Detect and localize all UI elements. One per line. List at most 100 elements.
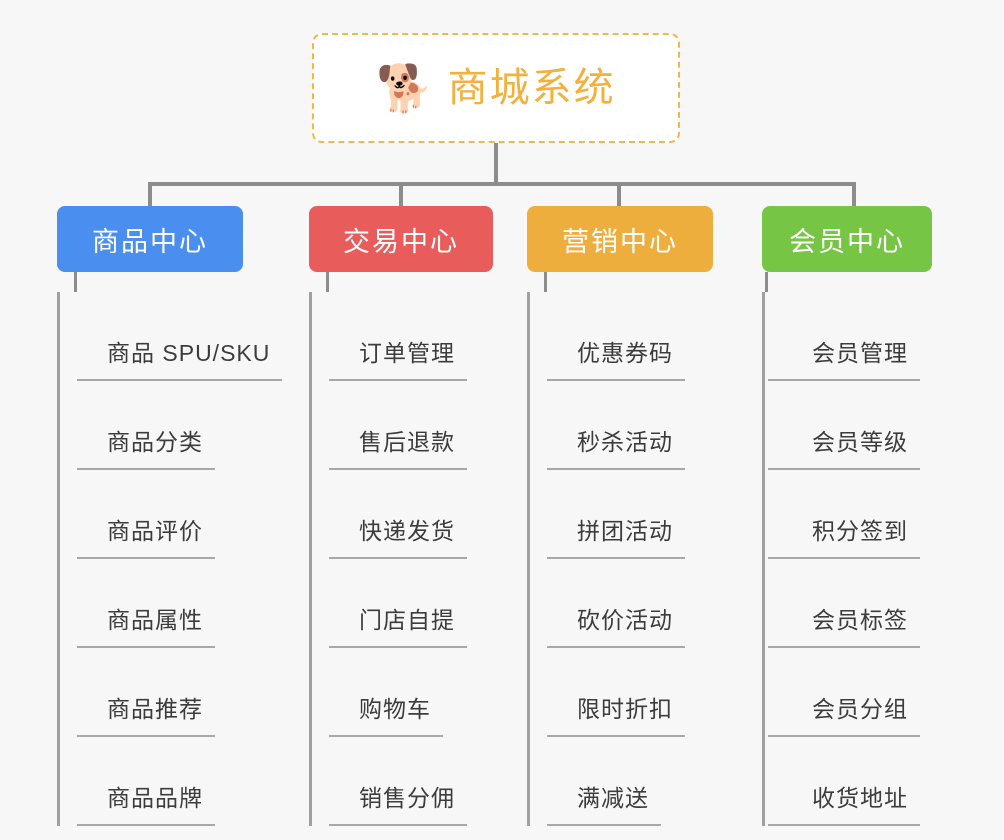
list-item-label: 门店自提	[359, 607, 455, 633]
list-item-rule	[768, 379, 920, 381]
list-item[interactable]: 订单管理	[329, 292, 493, 381]
list-item-label: 满减送	[577, 785, 649, 811]
list-item-label: 商品评价	[107, 518, 203, 544]
category-header-marketing-center[interactable]: 营销中心	[527, 206, 713, 272]
list-item[interactable]: 会员管理	[768, 292, 932, 381]
category-header-label: 会员中心	[789, 226, 905, 257]
list-item-rule	[329, 735, 443, 737]
connector-header-to-list	[765, 272, 768, 292]
list-item-label: 砍价活动	[577, 607, 673, 633]
list-item-label: 商品推荐	[107, 696, 203, 722]
category-header-label: 营销中心	[562, 226, 678, 257]
list-item-rule	[547, 646, 685, 648]
list-item[interactable]: 会员分组	[768, 648, 932, 737]
leaf-list-trade-center: 订单管理 售后退款 快递发货 门店自提 购物车 销售分佣	[309, 292, 493, 826]
list-item[interactable]: 满减送	[547, 737, 713, 826]
connector-header-to-list	[74, 272, 77, 292]
list-item-rule	[768, 824, 920, 826]
list-item-label: 快递发货	[359, 518, 455, 544]
list-item[interactable]: 会员等级	[768, 381, 932, 470]
list-item-label: 销售分佣	[359, 785, 455, 811]
list-item[interactable]: 限时折扣	[547, 648, 713, 737]
connector-drop-marketing-center	[617, 182, 621, 208]
list-item-label: 秒杀活动	[577, 429, 673, 455]
list-item[interactable]: 优惠券码	[547, 292, 713, 381]
list-item-rule	[768, 557, 920, 559]
list-item-rule	[329, 646, 467, 648]
root-title: 商城系统	[447, 66, 616, 110]
list-item-rule	[77, 379, 282, 381]
list-item[interactable]: 购物车	[329, 648, 493, 737]
leaf-list-marketing-center: 优惠券码 秒杀活动 拼团活动 砍价活动 限时折扣 满减送	[527, 292, 713, 826]
list-item-label: 商品分类	[107, 429, 203, 455]
connector-drop-trade-center	[399, 182, 403, 208]
list-item[interactable]: 商品品牌	[77, 737, 243, 826]
list-item-rule	[547, 468, 685, 470]
list-item[interactable]: 销售分佣	[329, 737, 493, 826]
category-header-trade-center[interactable]: 交易中心	[309, 206, 493, 272]
list-item-label: 优惠券码	[577, 340, 673, 366]
list-item-label: 会员标签	[812, 607, 908, 633]
list-item[interactable]: 快递发货	[329, 470, 493, 559]
connector-root-stem	[494, 143, 498, 185]
list-item-label: 售后退款	[359, 429, 455, 455]
list-item[interactable]: 商品推荐	[77, 648, 243, 737]
column-product-center: 商品中心 商品 SPU/SKU 商品分类 商品评价 商品属性 商品推荐	[57, 206, 282, 826]
list-item-label: 商品品牌	[107, 785, 203, 811]
list-item-rule	[77, 735, 215, 737]
category-header-label: 商品中心	[92, 226, 208, 257]
list-item-label: 会员分组	[812, 696, 908, 722]
list-item[interactable]: 秒杀活动	[547, 381, 713, 470]
list-item-label: 商品 SPU/SKU	[107, 340, 271, 366]
list-item[interactable]: 积分签到	[768, 470, 932, 559]
list-item-label: 会员等级	[812, 429, 908, 455]
list-item[interactable]: 售后退款	[329, 381, 493, 470]
list-item-label: 限时折扣	[577, 696, 673, 722]
connector-drop-product-center	[148, 182, 152, 208]
list-item-label: 订单管理	[359, 340, 455, 366]
list-item-rule	[768, 735, 920, 737]
category-header-member-center[interactable]: 会员中心	[762, 206, 932, 272]
connector-header-to-list	[326, 272, 329, 292]
list-item-label: 购物车	[359, 696, 431, 722]
list-item[interactable]: 商品 SPU/SKU	[77, 292, 282, 381]
list-item-rule	[329, 824, 467, 826]
leaf-list-member-center: 会员管理 会员等级 积分签到 会员标签 会员分组 收货地址	[762, 292, 932, 826]
list-item-label: 积分签到	[812, 518, 908, 544]
shiba-dog-face-icon: 🐕	[376, 62, 434, 114]
list-item[interactable]: 商品分类	[77, 381, 243, 470]
list-item[interactable]: 商品评价	[77, 470, 243, 559]
connector-header-to-list	[544, 272, 547, 292]
category-header-product-center[interactable]: 商品中心	[57, 206, 243, 272]
list-item[interactable]: 门店自提	[329, 559, 493, 648]
list-item-rule	[547, 557, 685, 559]
connector-drop-member-center	[852, 182, 856, 208]
column-member-center: 会员中心 会员管理 会员等级 积分签到 会员标签 会员分组	[762, 206, 932, 826]
list-item-label: 收货地址	[812, 785, 908, 811]
list-item-rule	[768, 468, 920, 470]
list-item-rule	[77, 557, 215, 559]
list-item-rule	[77, 646, 215, 648]
list-item[interactable]: 收货地址	[768, 737, 932, 826]
list-item-rule	[547, 735, 685, 737]
list-item-rule	[329, 379, 467, 381]
list-item-label: 拼团活动	[577, 518, 673, 544]
list-item[interactable]: 拼团活动	[547, 470, 713, 559]
root-node-mall-system[interactable]: 🐕 商城系统	[312, 33, 680, 143]
list-item-label: 会员管理	[812, 340, 908, 366]
list-item-rule	[329, 557, 467, 559]
list-item-rule	[768, 646, 920, 648]
leaf-list-product-center: 商品 SPU/SKU 商品分类 商品评价 商品属性 商品推荐 商品品牌	[57, 292, 282, 826]
list-item[interactable]: 商品属性	[77, 559, 243, 648]
list-item-rule	[329, 468, 467, 470]
list-item-rule	[547, 379, 685, 381]
category-header-label: 交易中心	[343, 226, 459, 257]
list-item-label: 商品属性	[107, 607, 203, 633]
list-item[interactable]: 会员标签	[768, 559, 932, 648]
list-item-rule	[77, 824, 215, 826]
column-marketing-center: 营销中心 优惠券码 秒杀活动 拼团活动 砍价活动 限时折扣	[527, 206, 713, 826]
list-item-rule	[77, 468, 215, 470]
list-item-rule	[547, 824, 661, 826]
list-item[interactable]: 砍价活动	[547, 559, 713, 648]
